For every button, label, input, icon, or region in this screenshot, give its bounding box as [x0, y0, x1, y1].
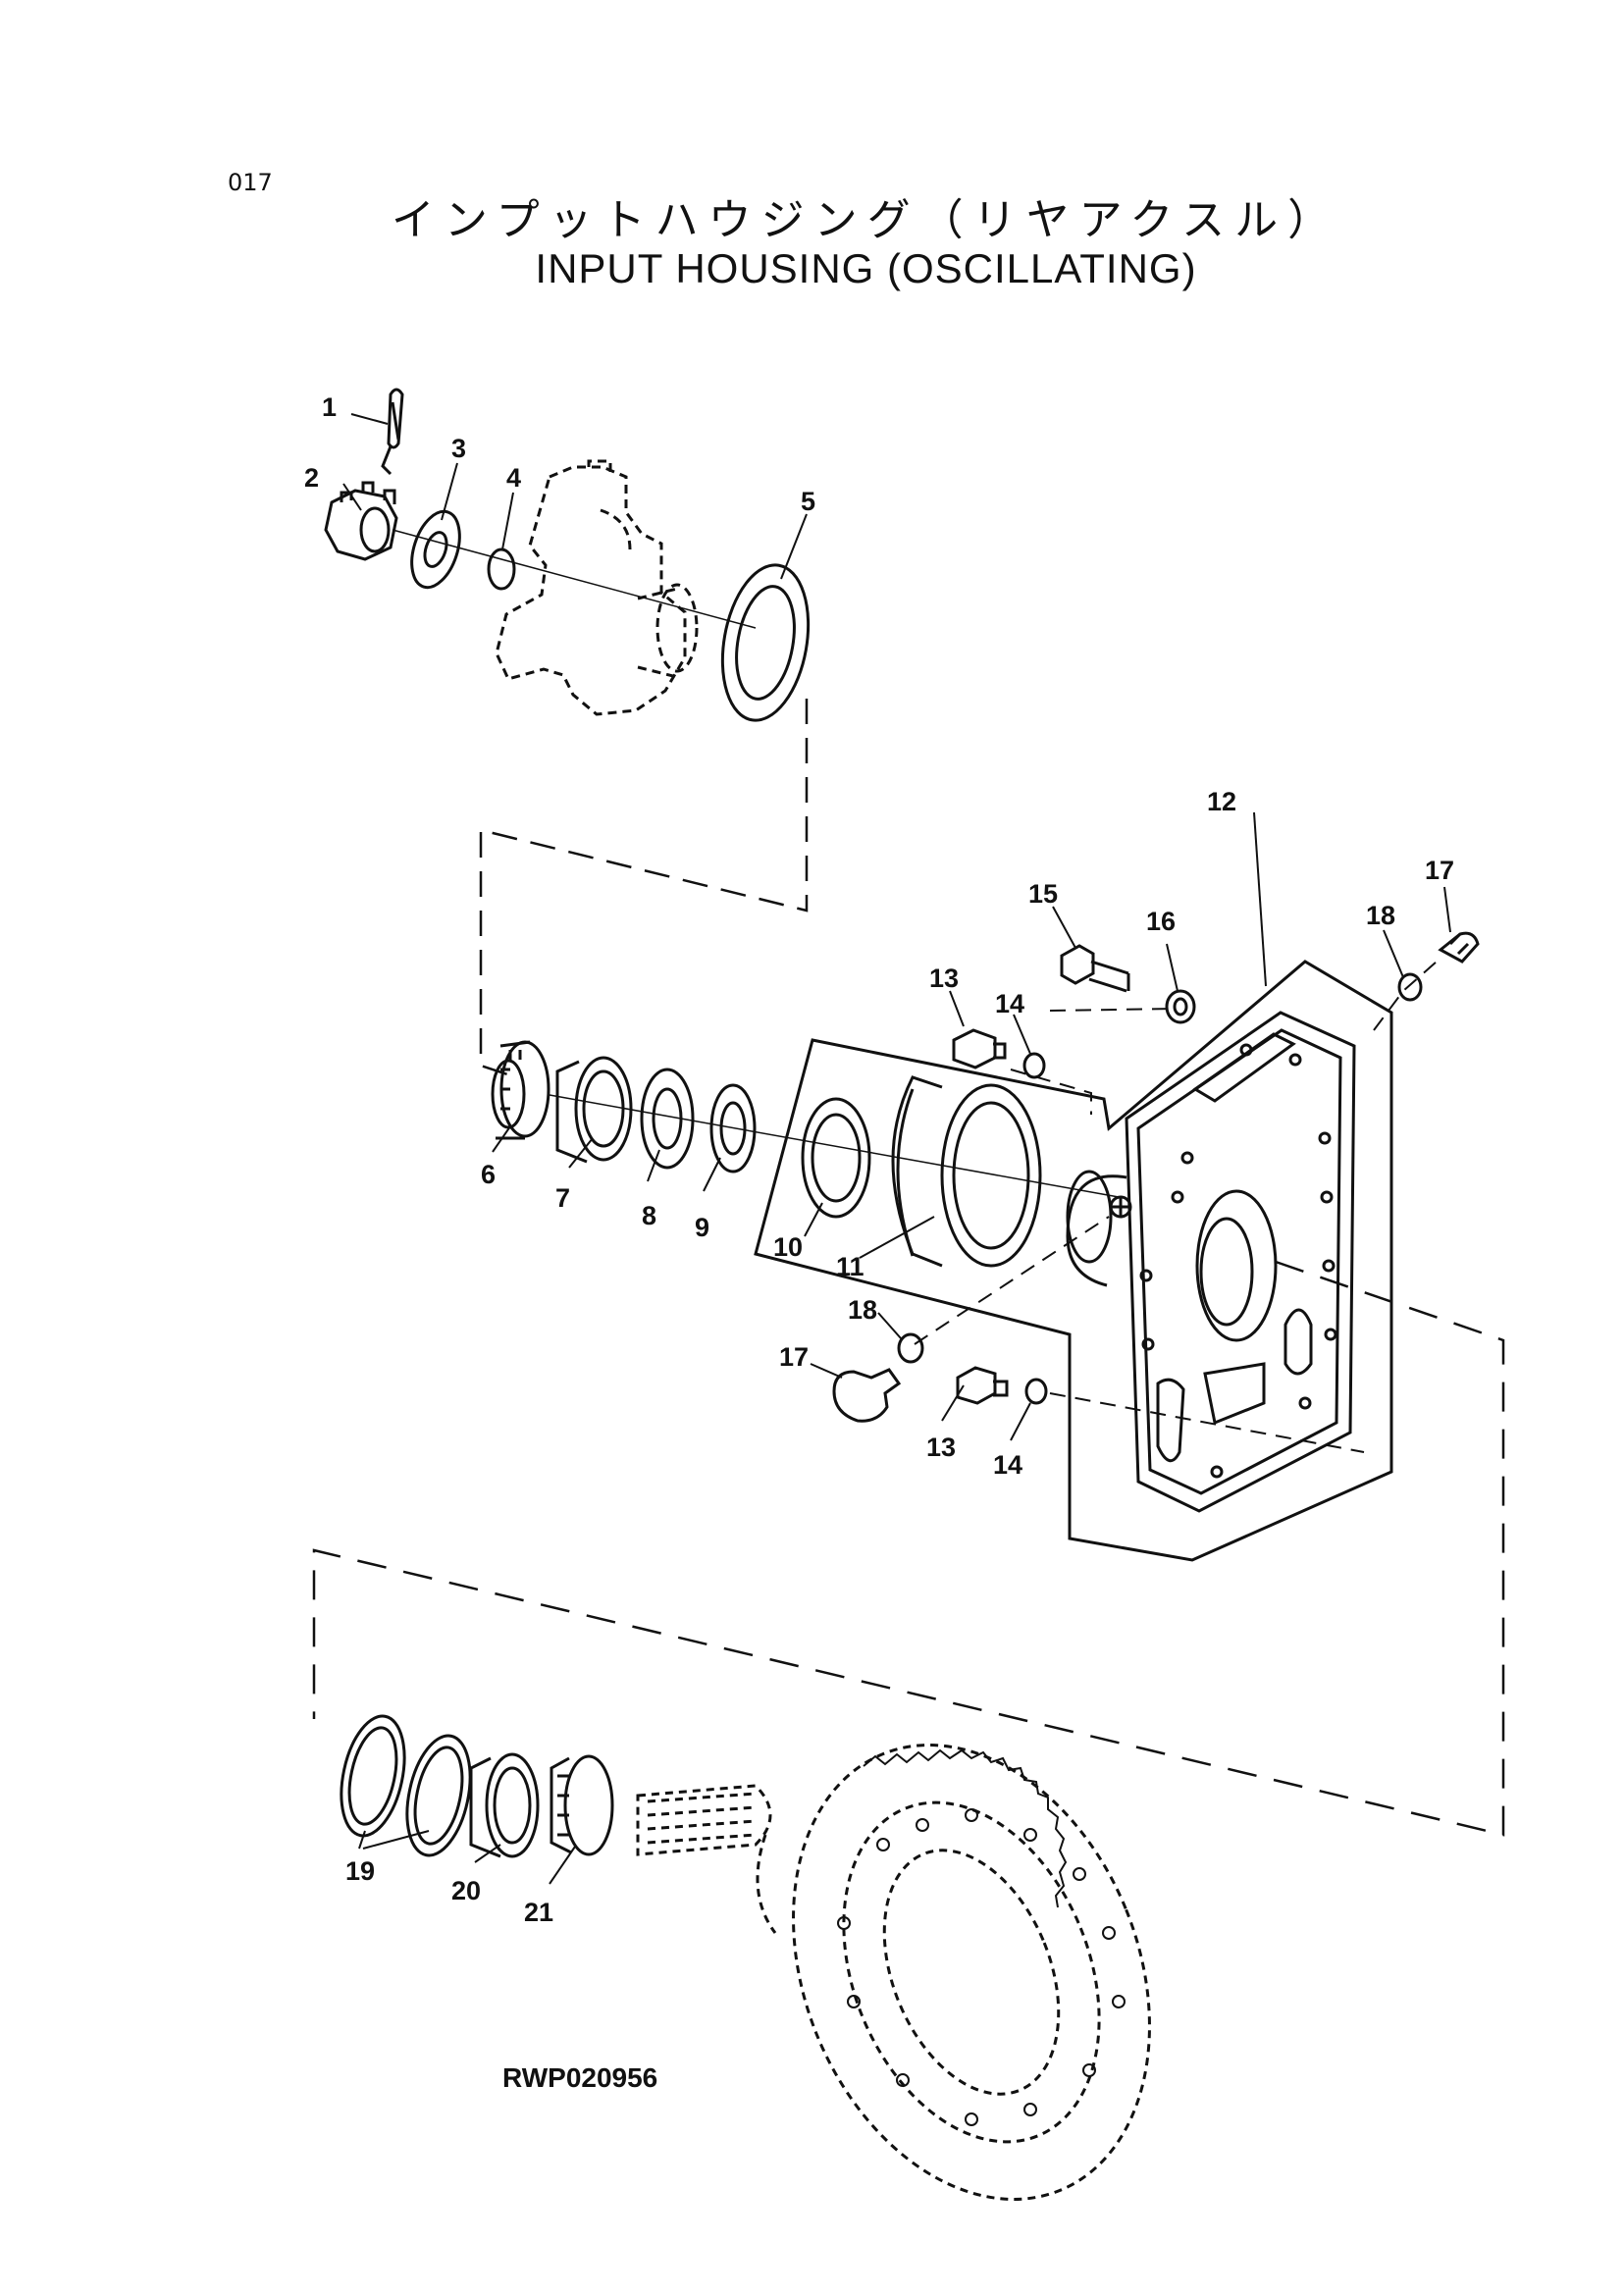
callout-7: 7 — [555, 1183, 570, 1213]
part-breather-lower — [832, 1368, 902, 1423]
part-housing-plate — [1066, 1011, 1356, 1513]
part-seal — [720, 563, 811, 722]
callout-17-lower: 17 — [779, 1342, 809, 1372]
title-english: INPUT HOUSING (OSCILLATING) — [535, 245, 1197, 291]
callout-2: 2 — [304, 463, 319, 493]
callout-4: 4 — [506, 463, 521, 493]
part-cotter-pin — [381, 388, 404, 476]
part-shims — [340, 1714, 472, 1857]
callout-18-upper: 18 — [1366, 901, 1395, 930]
callout-16: 16 — [1146, 907, 1176, 936]
callout-6: 6 — [481, 1160, 496, 1189]
part-ring-gear-reference — [636, 1744, 1151, 2201]
part-bearing-cup-lower — [801, 1097, 871, 1219]
ring-gear-teeth — [863, 1748, 1068, 1908]
part-breather-washer-lower — [897, 1332, 924, 1364]
callout-1: 1 — [322, 392, 337, 422]
callout-20: 20 — [451, 1876, 481, 1905]
title-japanese: インプットハウジング（リヤアクスル） — [391, 195, 1341, 245]
callout-14-upper: 14 — [995, 989, 1024, 1018]
part-washer — [410, 509, 461, 590]
guide-line-upper — [479, 699, 809, 1077]
part-o-ring — [487, 547, 516, 591]
callout-3: 3 — [451, 434, 466, 463]
callout-18-lower: 18 — [848, 1295, 877, 1325]
callout-15: 15 — [1028, 879, 1058, 909]
callout-13-upper: 13 — [929, 964, 959, 993]
part-bolt — [1060, 944, 1130, 993]
part-shim — [709, 1083, 757, 1173]
part-castle-nut — [324, 481, 398, 561]
callout-9: 9 — [695, 1213, 709, 1242]
part-carrier — [891, 1075, 1042, 1268]
callout-14-lower: 14 — [993, 1450, 1022, 1480]
part-bearing-cup — [555, 1056, 633, 1164]
ring-gear-bolt-holes — [837, 1808, 1126, 2126]
part-plug-upper — [952, 1028, 1007, 1069]
part-washer-bolt — [1165, 989, 1196, 1024]
part-plug-washer-upper — [1022, 1052, 1046, 1079]
drawing-reference-code: RWP020956 — [502, 2062, 658, 2093]
callout-19: 19 — [345, 1856, 375, 1886]
callout-17-upper: 17 — [1425, 856, 1454, 885]
part-breather-upper — [1438, 931, 1480, 964]
callout-13-lower: 13 — [926, 1433, 956, 1462]
part-breather-washer-upper — [1397, 972, 1423, 1002]
part-spacer — [640, 1068, 695, 1170]
part-bearing-cone-pinion — [550, 1754, 614, 1856]
center-axis-line — [392, 529, 1120, 1198]
part-housing-frame — [754, 960, 1393, 1562]
callout-21: 21 — [524, 1898, 553, 1927]
guide-line-right — [312, 1260, 1505, 1837]
callout-8: 8 — [642, 1201, 656, 1230]
part-yoke-reference — [495, 459, 699, 716]
callout-leader-lines — [342, 413, 1451, 1885]
callout-12: 12 — [1207, 787, 1236, 816]
part-bearing-cup-pinion — [469, 1752, 540, 1858]
callout-10: 10 — [773, 1232, 803, 1262]
part-bearing-cone — [491, 1040, 550, 1140]
page-number: 017 — [228, 169, 273, 196]
part-plug-washer-lower — [1024, 1378, 1048, 1405]
callout-11: 11 — [836, 1252, 864, 1281]
callout-5: 5 — [801, 487, 815, 516]
part-plug-lower — [956, 1366, 1009, 1405]
guide-line-housing — [914, 961, 1438, 1453]
callout-labels: 1 2 3 4 5 6 7 8 9 10 11 12 13 14 15 16 1… — [304, 392, 1454, 1927]
